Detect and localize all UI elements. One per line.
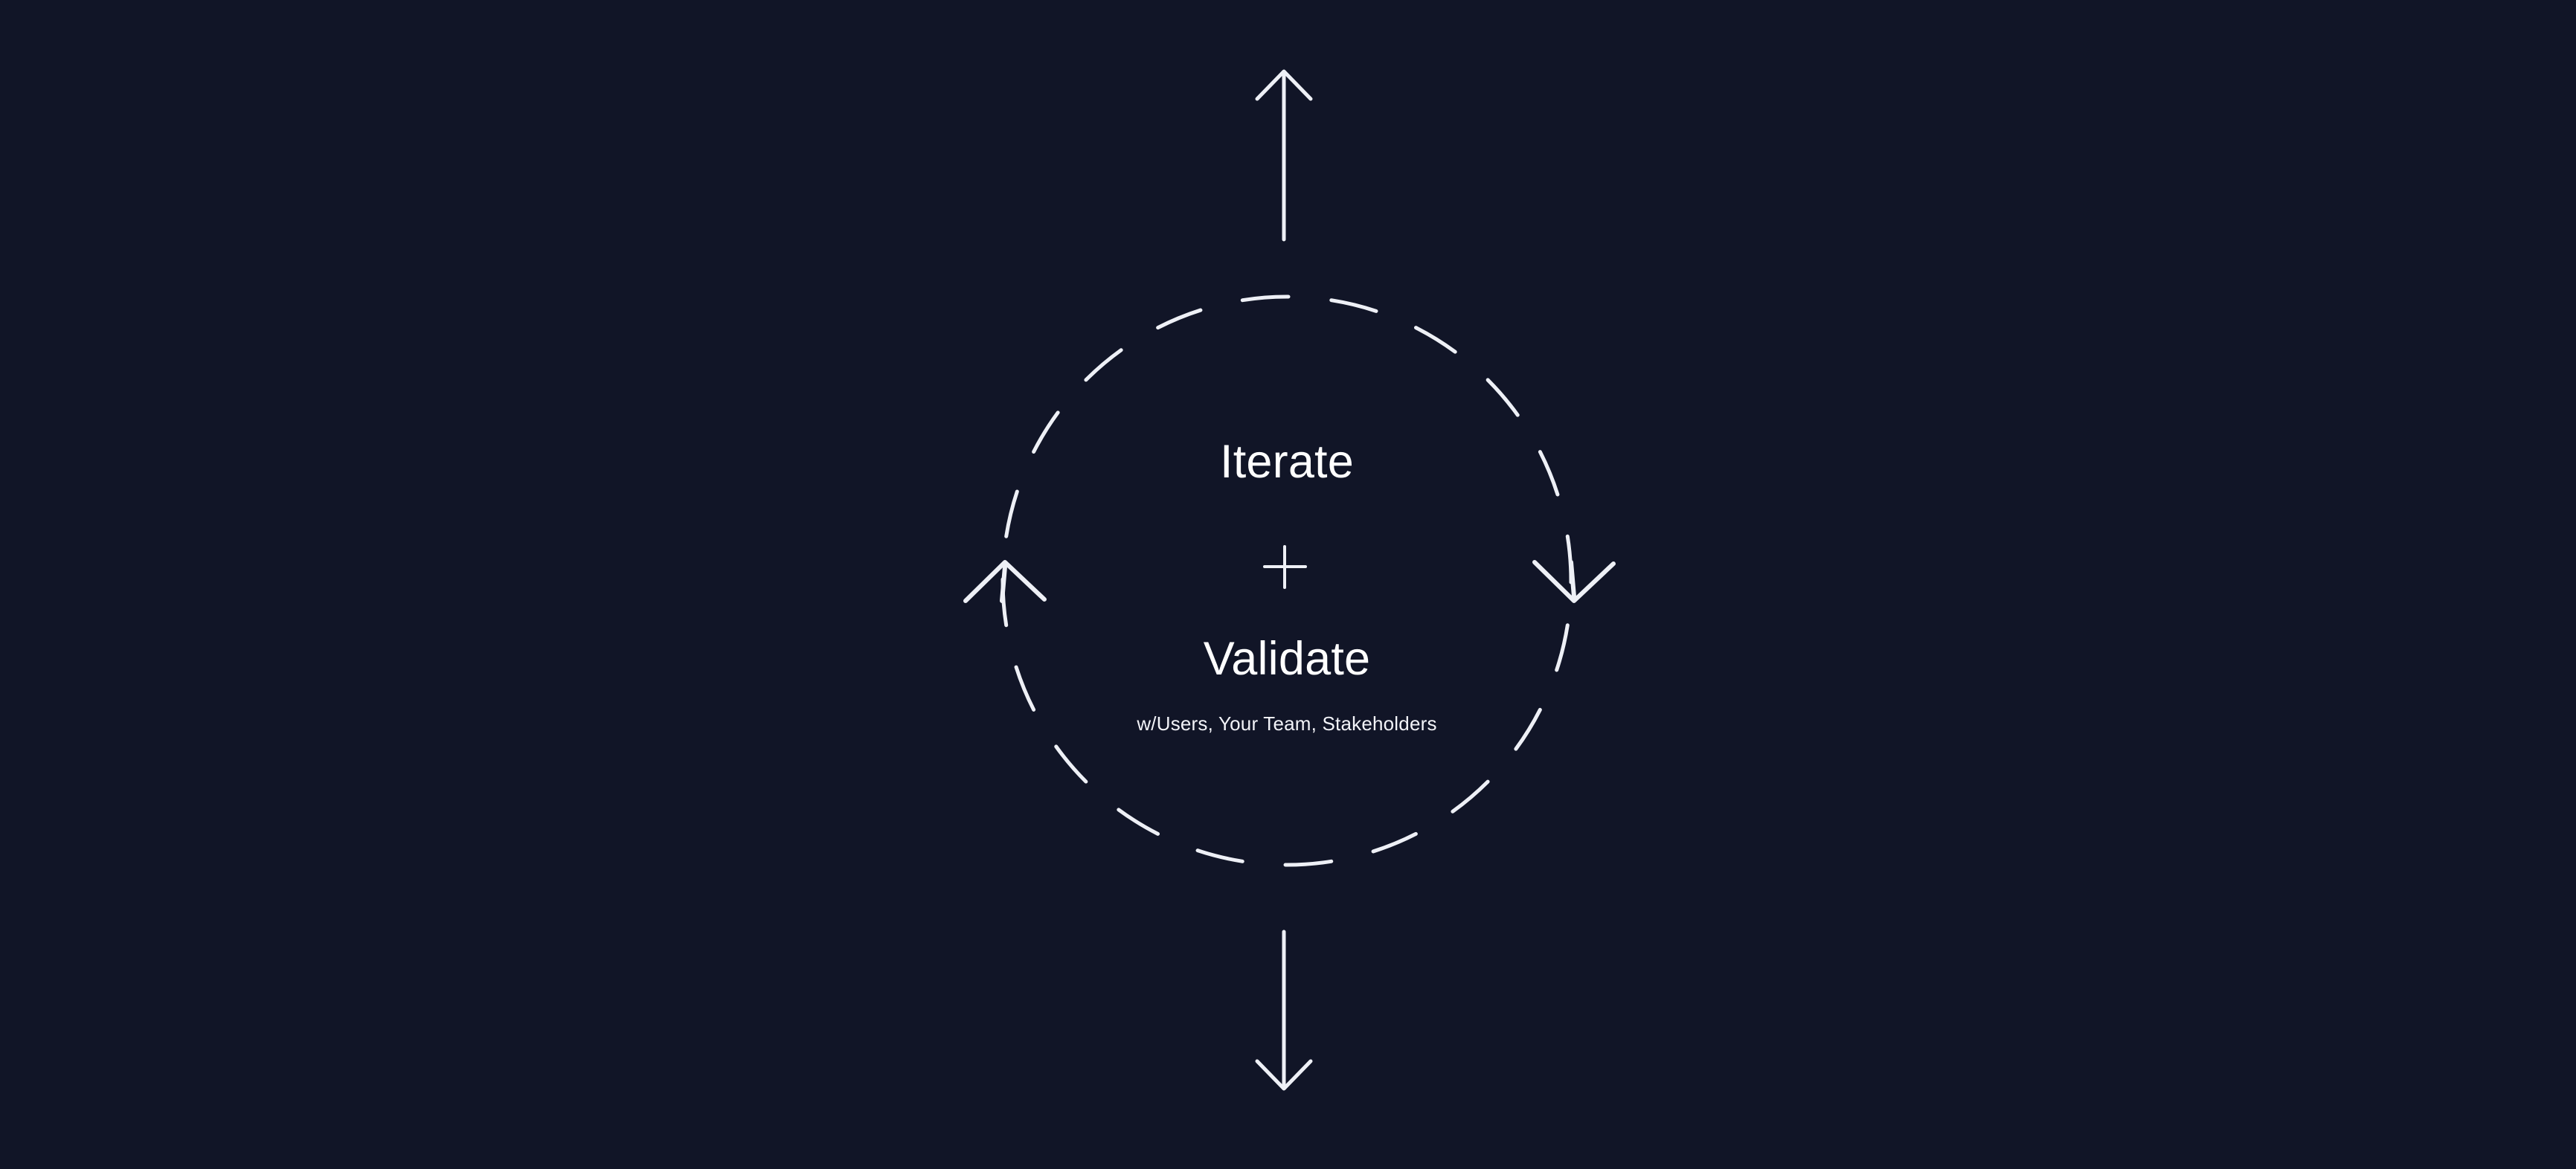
loop-arrow-right-head: [1532, 560, 1616, 603]
loop-arrow-left-head: [963, 560, 1047, 603]
inflow-arrow-top: [1255, 69, 1313, 242]
loop-arrow-right-shaft: [1569, 560, 1576, 599]
inflow-arrow-top-head: [1255, 69, 1313, 101]
outflow-arrow-bottom: [1255, 930, 1313, 1091]
outflow-arrow-bottom-head: [1255, 1059, 1313, 1091]
loop-arrow-left-shaft: [1000, 564, 1007, 603]
loop-arrow-left: [963, 560, 1047, 603]
dashed-loop-circle: [1000, 294, 1573, 867]
plus-operator-icon: [1263, 545, 1307, 589]
loop-arrow-right: [1532, 560, 1616, 603]
